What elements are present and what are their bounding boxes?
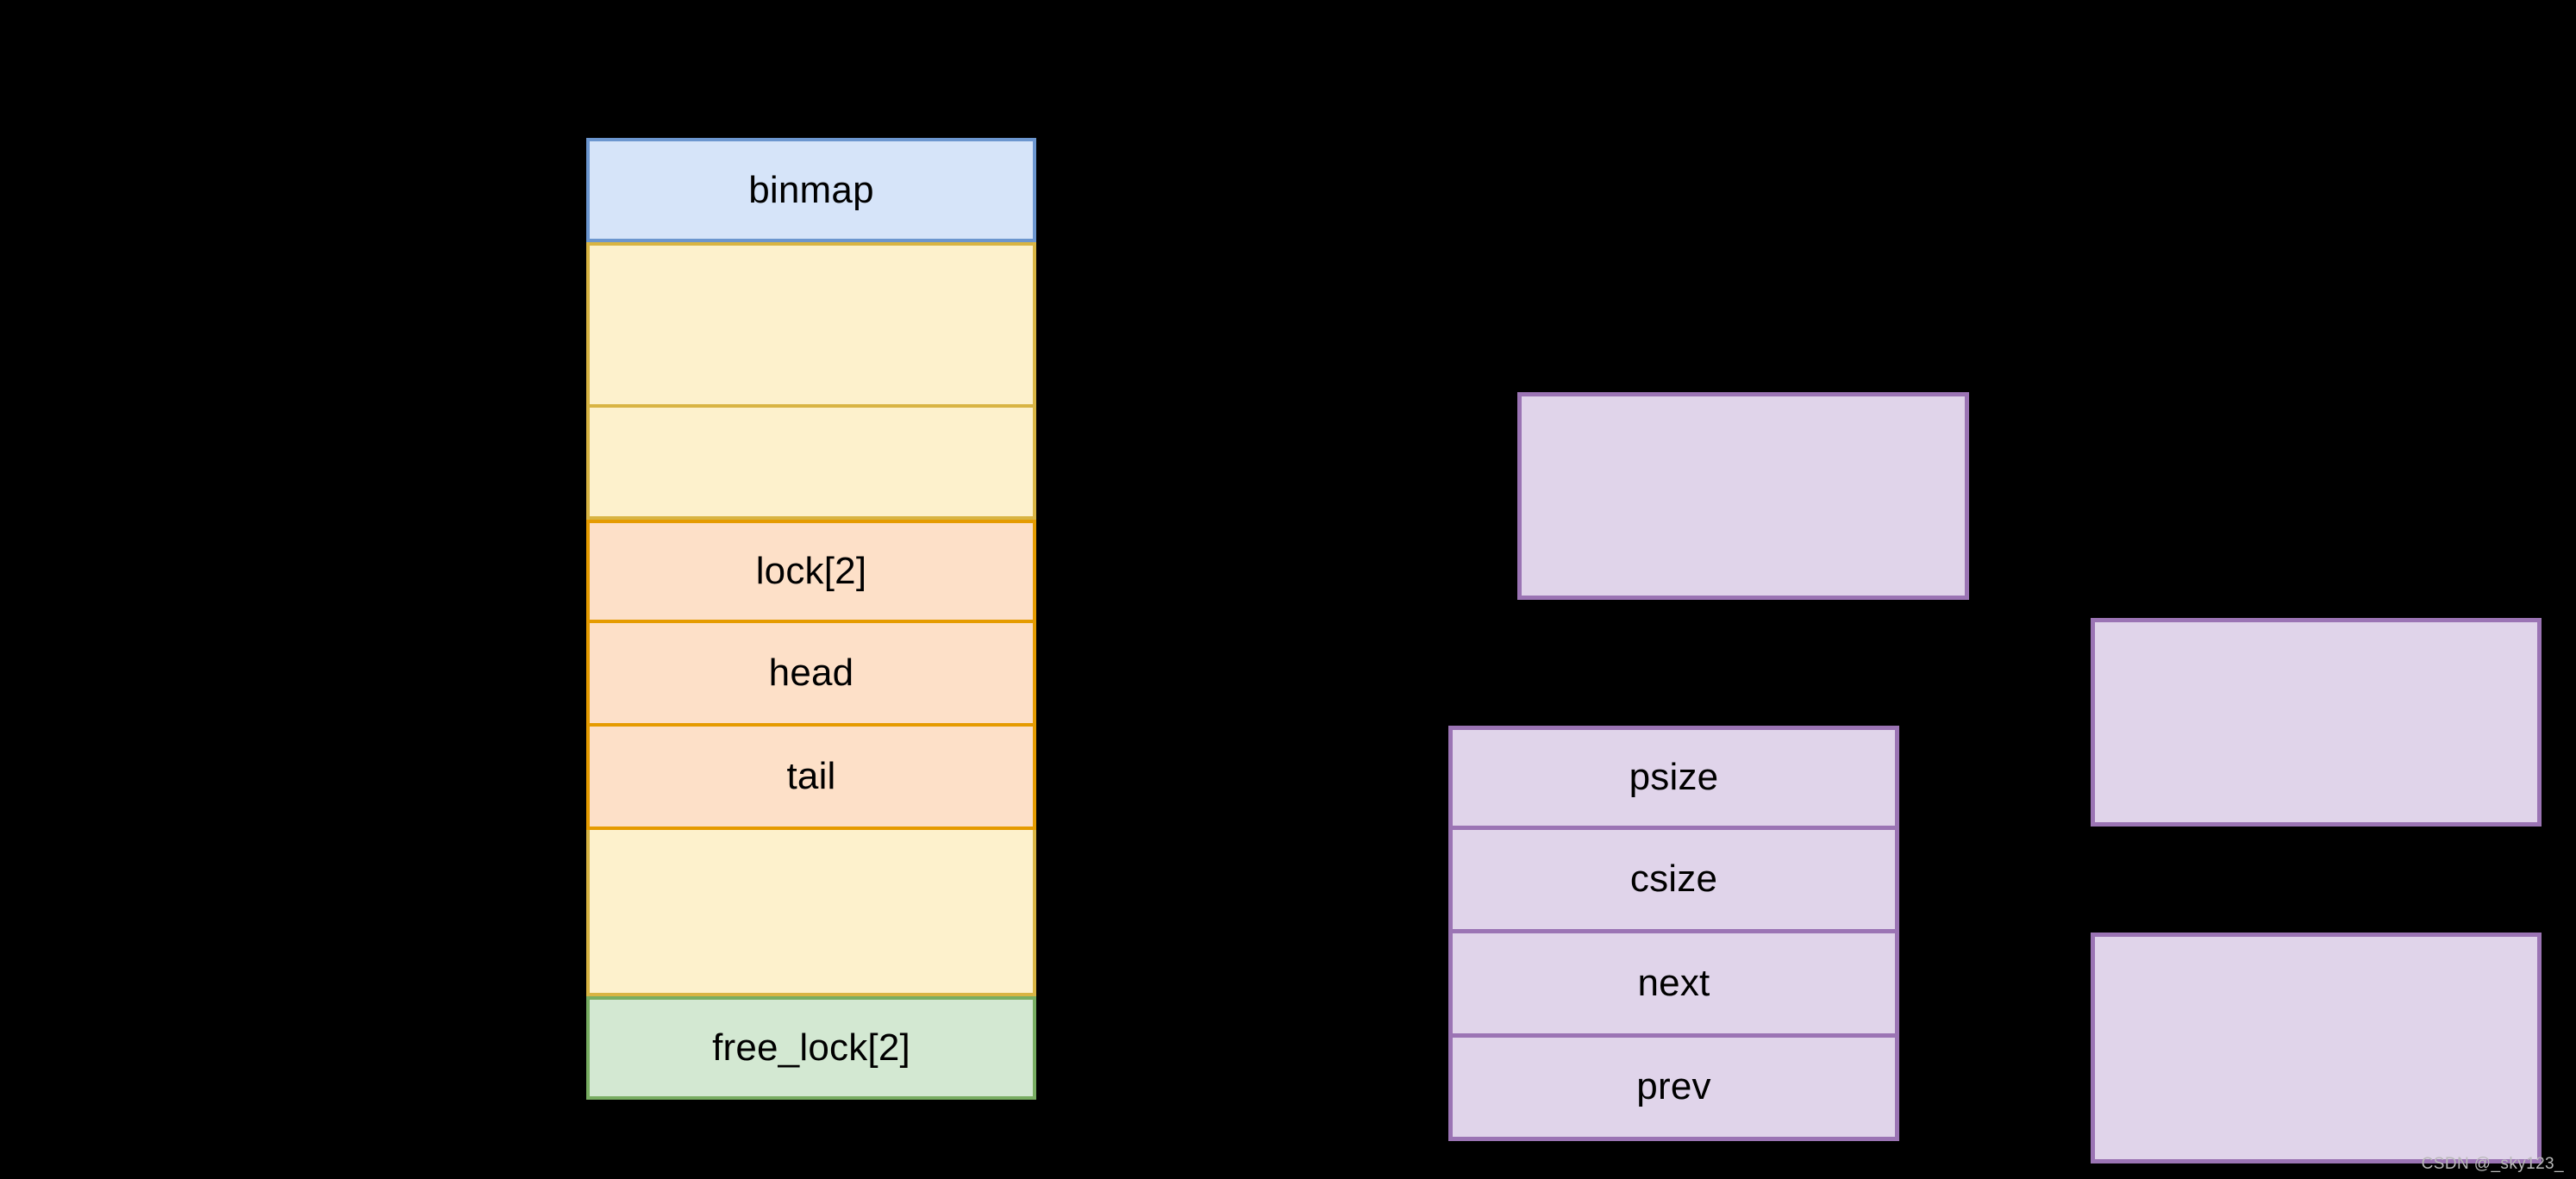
struct-row-free-lock: free_lock[2] <box>586 996 1036 1100</box>
watermark-text: CSDN @_sky123_ <box>2421 1155 2564 1173</box>
chunk-row-psize: psize <box>1448 726 1899 830</box>
chunk-header-box <box>1517 392 1969 600</box>
chunk-struct-table: psize csize next prev <box>1448 726 1899 1141</box>
struct-row-padding-2 <box>586 408 1036 520</box>
chunk-row-csize: csize <box>1448 829 1899 933</box>
chunk-right-lower-box <box>2091 933 2542 1163</box>
struct-row-lock: lock[2] <box>586 520 1036 623</box>
struct-row-head: head <box>586 623 1036 727</box>
struct-row-padding-1 <box>586 242 1036 408</box>
chunk-row-next: next <box>1448 933 1899 1038</box>
chunk-right-upper-box <box>2091 618 2542 827</box>
mal-struct-table: binmap lock[2] head tail free_lock[2] <box>586 138 1036 1105</box>
struct-row-tail: tail <box>586 727 1036 830</box>
struct-row-binmap: binmap <box>586 138 1036 242</box>
struct-row-padding-3 <box>586 830 1036 996</box>
chunk-row-prev: prev <box>1448 1037 1899 1141</box>
